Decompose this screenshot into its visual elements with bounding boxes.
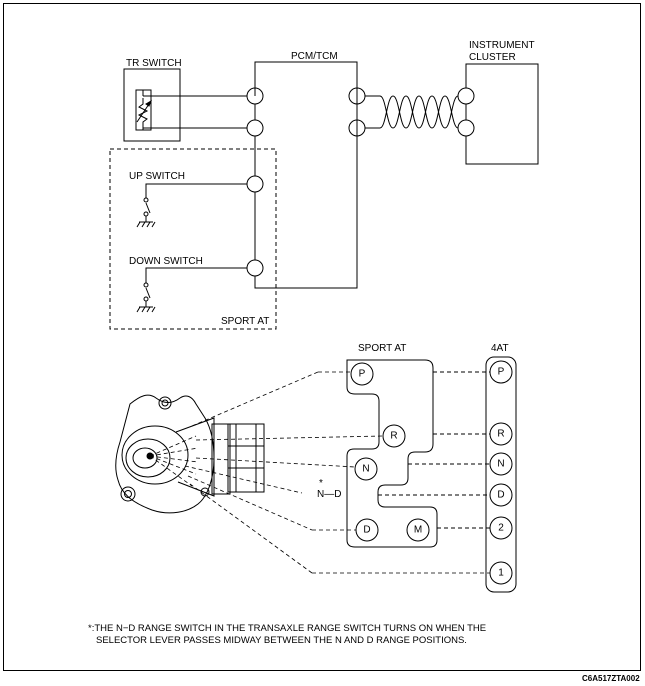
four-at-pos-1-label: 1 (498, 568, 504, 579)
sport-at-header: SPORT AT (358, 343, 406, 354)
range-switch-leader-lines (149, 371, 490, 574)
four-at-header: 4AT (491, 343, 509, 354)
down-switch-contact-icon (143, 282, 149, 288)
sport-at-pos-N (354, 457, 378, 481)
down-switch-lever-icon (145, 287, 151, 299)
sport-at-dashed-box (109, 148, 277, 330)
four-at-pos-N-label: N (497, 459, 504, 470)
sport-at-box-label: SPORT AT (221, 316, 269, 327)
up-switch-lever-icon (145, 202, 151, 214)
instrument-label-line1: INSTRUMENT (469, 40, 535, 51)
instrument-cluster-box (465, 63, 539, 165)
up-switch-label: UP SWITCH (129, 171, 185, 182)
four-at-gate (485, 356, 517, 593)
mount-hole-icon (120, 486, 136, 502)
footnote-line1: *:THE N−D RANGE SWITCH IN THE TRANSAXLE … (88, 623, 486, 634)
four-at-pos-D-label: D (497, 490, 504, 501)
four-at-pos-N (489, 452, 513, 476)
transaxle-range-switch (115, 394, 265, 514)
tr-switch-box (123, 68, 181, 142)
pcm-terminal-down (246, 259, 264, 277)
sport-at-pos-P (350, 362, 374, 386)
figure-frame (3, 3, 641, 671)
sport-at-pos-M (406, 518, 430, 542)
four-at-pos-2-label: 2 (498, 523, 504, 534)
mount-hole-icon (158, 396, 172, 410)
sport-at-pos-R-label: R (390, 431, 397, 442)
pcm-tcm-box (254, 61, 358, 289)
four-at-pos-R-label: R (497, 429, 504, 440)
cluster-terminal-2 (457, 119, 475, 137)
figure-code: C6A517ZTA002 (582, 674, 640, 683)
mount-hole-icon (200, 487, 210, 497)
sport-at-pos-M-label: M (414, 525, 422, 536)
sport-at-pos-P-label: P (359, 369, 366, 380)
up-switch-wire (145, 183, 247, 198)
tr-switch-label: TR SWITCH (126, 58, 182, 69)
sport-at-pos-D-label: D (363, 525, 370, 536)
down-switch-label: DOWN SWITCH (129, 256, 203, 267)
sport-at-pos-N-label: N (362, 464, 369, 475)
footnote-line2: SELECTOR LEVER PASSES MIDWAY BETWEEN THE… (96, 635, 467, 646)
up-switch-contact-icon (143, 197, 149, 203)
nd-label: N—D (317, 489, 341, 500)
pcm-terminal-up (246, 175, 264, 193)
sport-at-pos-R (382, 424, 406, 448)
cluster-terminal-1 (457, 87, 475, 105)
pcm-tcm-label: PCM/TCM (291, 51, 338, 62)
pcm-terminal-2 (246, 119, 264, 137)
instrument-label-line2: CLUSTER (469, 52, 516, 63)
down-switch-wire (145, 267, 247, 283)
four-at-pos-D (489, 483, 513, 507)
twisted-pair-wire-b (379, 95, 459, 129)
sport-at-gate (346, 359, 438, 548)
four-at-pos-P-label: P (498, 367, 505, 378)
arrowhead-icon (145, 99, 153, 107)
nd-star: * (319, 478, 323, 489)
gate-connector-lines (378, 371, 490, 529)
twisted-pair-wire-a (379, 95, 459, 129)
